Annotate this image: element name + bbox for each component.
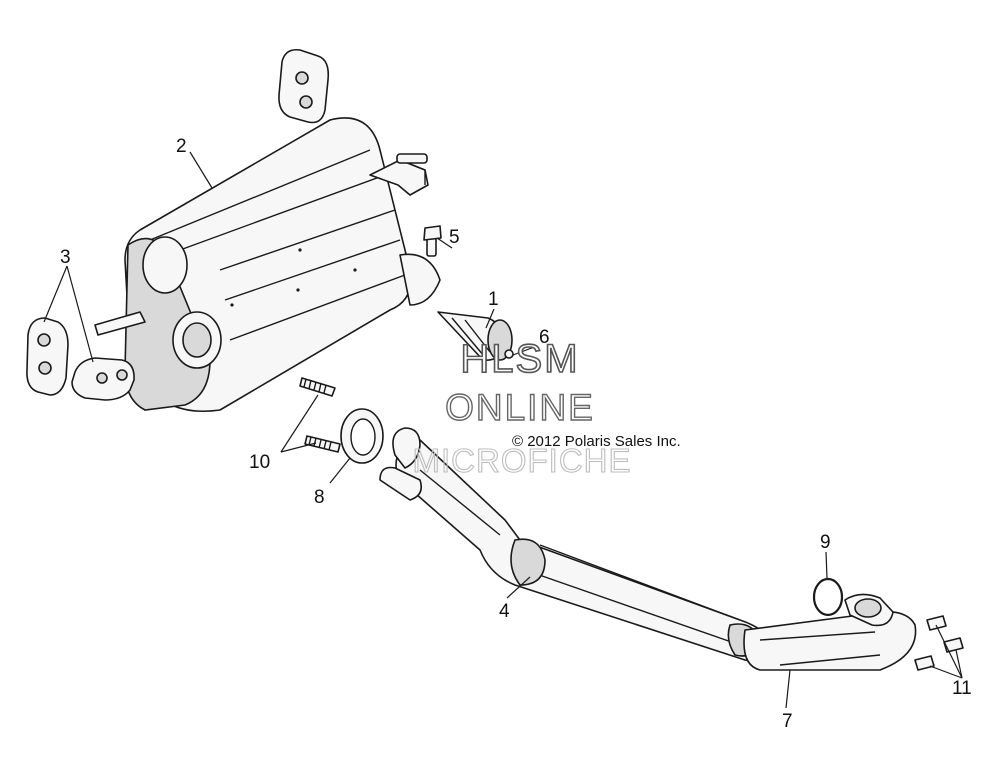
callout-5: 5: [449, 227, 460, 248]
mid-pipe: [379, 427, 776, 663]
spring-lower: [304, 435, 341, 453]
gasket-ring: [340, 408, 384, 464]
callout-11: 11: [952, 678, 972, 699]
watermark-line-3: MICROFICHE: [413, 442, 632, 479]
callout-4: 4: [499, 601, 510, 622]
callout-9: 9: [820, 532, 831, 553]
bolts-set: [914, 615, 964, 671]
spring-upper: [299, 377, 336, 397]
callout-2: 2: [176, 136, 187, 157]
callout-8: 8: [314, 487, 325, 508]
leader-lines: [43, 151, 963, 709]
isolator-left: [26, 317, 69, 396]
watermark: HLSM ONLINE MICROFICHE: [412, 336, 632, 479]
bolt: [423, 225, 442, 257]
callout-6: 6: [539, 327, 550, 348]
watermark-line-2: ONLINE: [445, 387, 595, 428]
head-pipe: [743, 593, 917, 671]
callout-1: 1: [488, 289, 499, 310]
callout-3: 3: [60, 247, 71, 268]
callout-10: 10: [249, 452, 270, 473]
watermark-line-1: HLSM: [460, 337, 579, 381]
fastener: [504, 349, 514, 359]
isolator-top: [278, 48, 330, 124]
isolator-right: [71, 357, 135, 401]
seal-ring: [812, 577, 844, 617]
copyright-notice: © 2012 Polaris Sales Inc.: [512, 433, 681, 450]
muffler: [94, 117, 441, 412]
callout-7: 7: [782, 711, 793, 732]
